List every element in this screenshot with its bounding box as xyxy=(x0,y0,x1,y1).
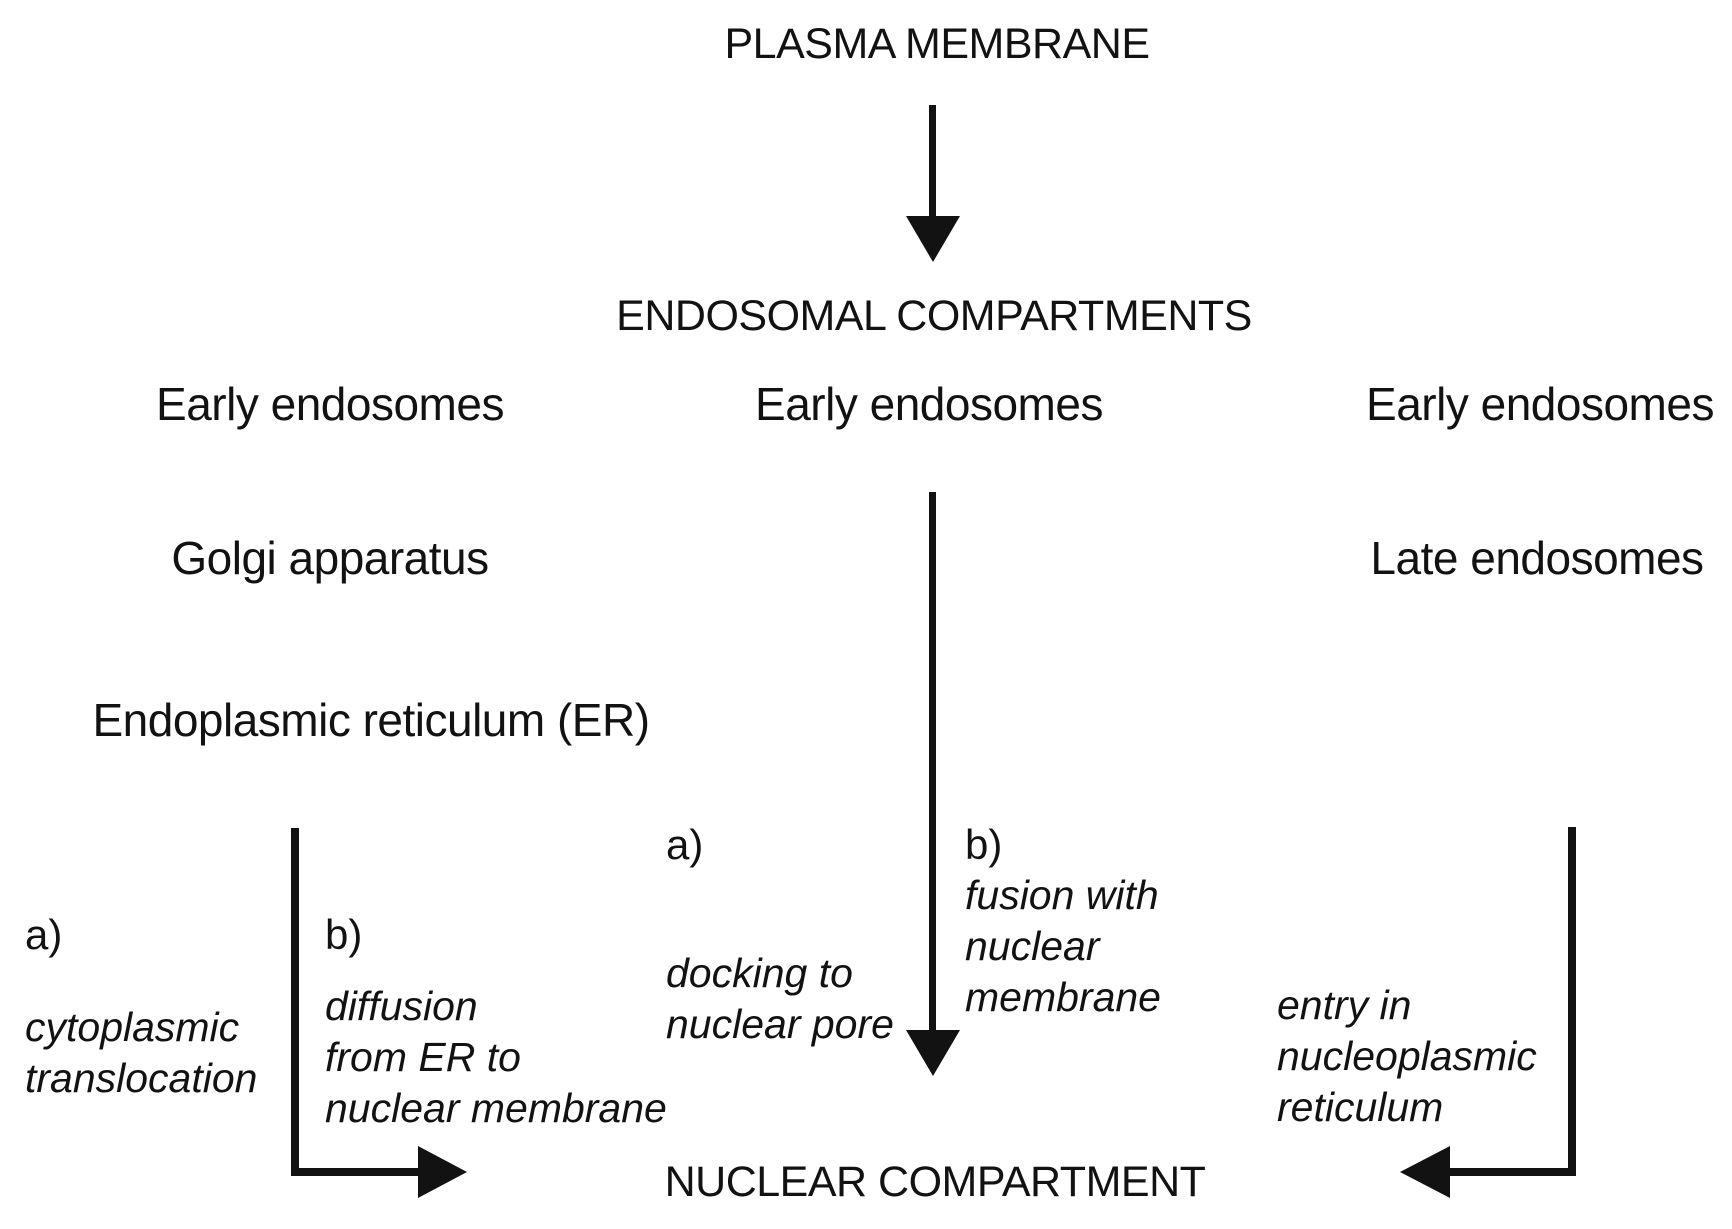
arrow-shaft-vertical xyxy=(1568,827,1576,1176)
arrow-shaft xyxy=(929,105,936,217)
early-endosomes-center-label: Early endosomes xyxy=(755,378,1103,430)
left-option-a-text: cytoplasmic translocation xyxy=(25,1004,258,1101)
nuclear-compartment-label: NUCLEAR COMPARTMENT xyxy=(664,1158,1206,1206)
center-option-a-text: docking to nuclear pore xyxy=(666,950,894,1047)
arrow-shaft-vertical xyxy=(291,828,299,1176)
arrow-head-right-icon xyxy=(418,1146,467,1198)
left-option-b-text: diffusion from ER to nuclear membrane xyxy=(325,983,667,1131)
center-option-a-marker: a) xyxy=(666,821,704,868)
left-option-b-marker: b) xyxy=(325,911,363,958)
arrow-shaft-horizontal xyxy=(1450,1168,1576,1176)
early-endosomes-left-label: Early endosomes xyxy=(156,378,504,430)
center-option-b-marker: b) xyxy=(965,821,1003,868)
plasma-membrane-label: PLASMA MEMBRANE xyxy=(724,20,1151,68)
arrow-head-down-icon xyxy=(906,1030,960,1076)
early-endosomes-right-label: Early endosomes xyxy=(1366,378,1714,430)
center-option-b-text: fusion with nuclear membrane xyxy=(965,872,1161,1020)
endosomal-compartments-label: ENDOSOMAL COMPARTMENTS xyxy=(616,292,1252,340)
right-entry-text: entry in nucleoplasmic reticulum xyxy=(1277,982,1537,1130)
arrow-shaft xyxy=(929,492,936,1032)
golgi-apparatus-label: Golgi apparatus xyxy=(171,532,489,584)
arrow-head-left-icon xyxy=(1400,1146,1450,1198)
endoplasmic-reticulum-label: Endoplasmic reticulum (ER) xyxy=(92,694,650,746)
arrow-shaft-horizontal xyxy=(291,1168,419,1176)
left-option-a-marker: a) xyxy=(25,911,63,958)
late-endosomes-label: Late endosomes xyxy=(1370,532,1704,584)
arrow-head-down-icon xyxy=(906,216,960,262)
